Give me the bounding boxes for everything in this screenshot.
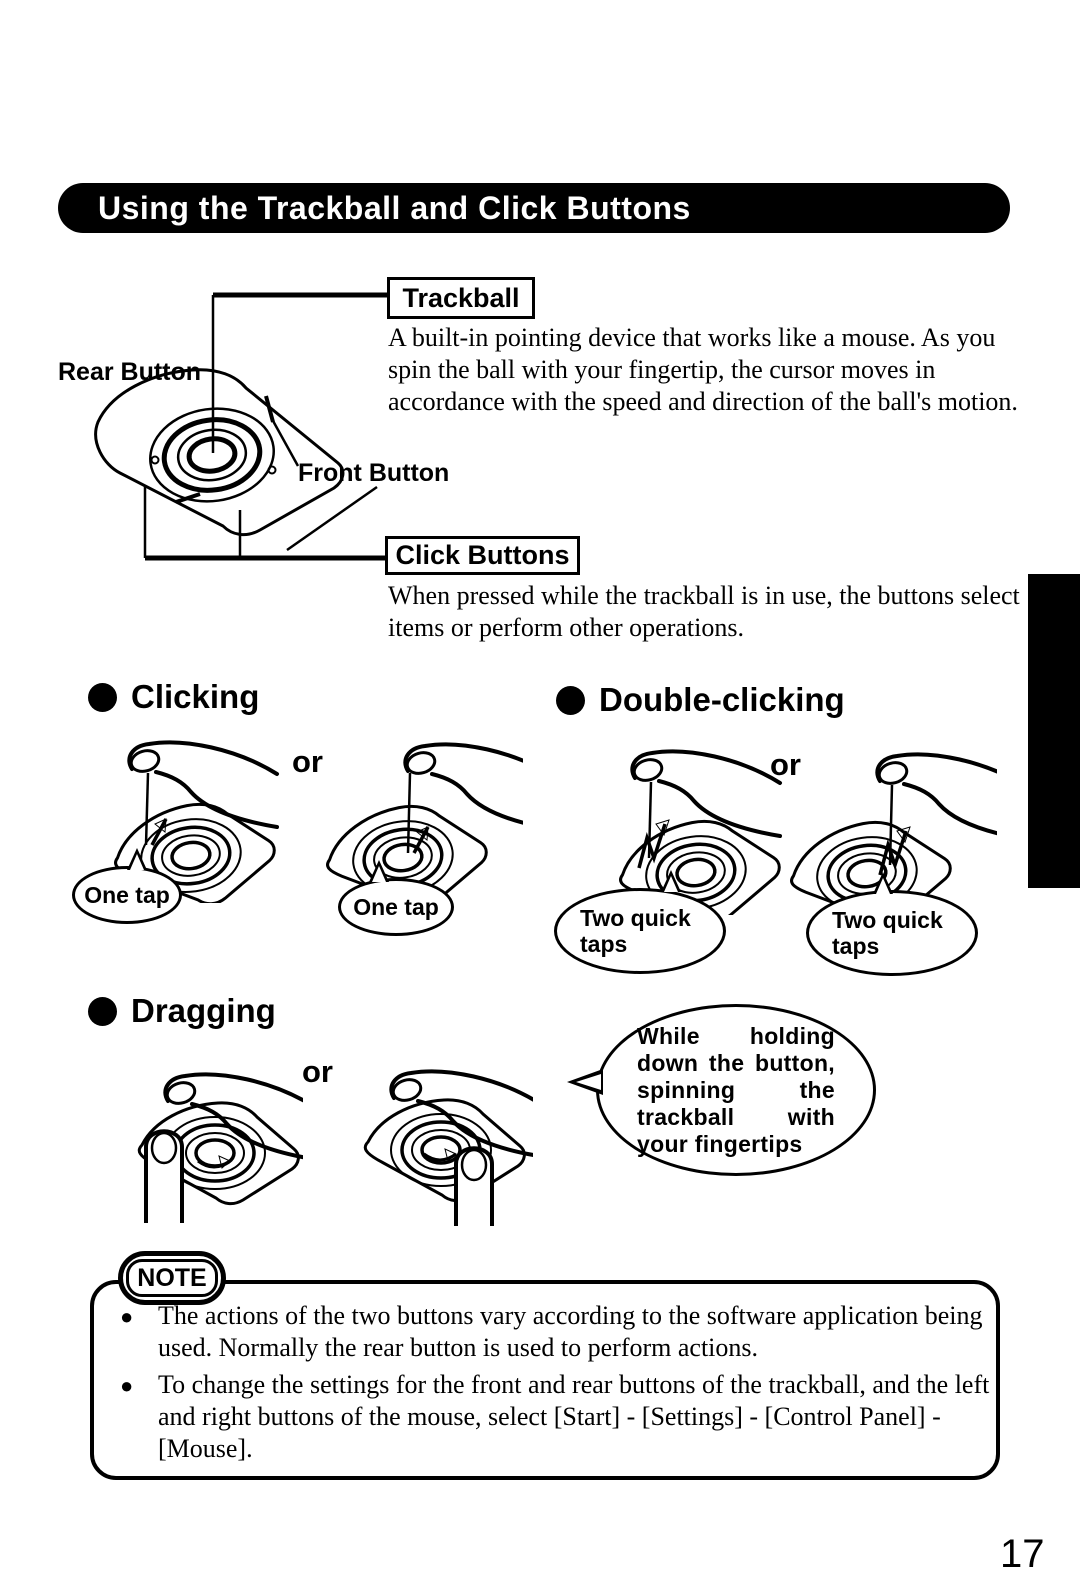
dragging-or-label: or bbox=[302, 1054, 333, 1089]
dragging-heading: Dragging bbox=[88, 992, 276, 1030]
dragging-title: Dragging bbox=[131, 992, 276, 1029]
one-tap-bubble: One tap bbox=[72, 848, 182, 924]
bullet-icon bbox=[556, 685, 585, 715]
bullet-icon bbox=[88, 996, 117, 1026]
bubble-tail-icon bbox=[661, 870, 681, 892]
page-number: 17 bbox=[1000, 1532, 1045, 1576]
note-list: The actions of the two buttons vary acco… bbox=[120, 1300, 992, 1470]
dragging-instruction-bubble: While holding down the button, spinning … bbox=[567, 1004, 876, 1176]
dragging-front-illustration bbox=[363, 1069, 533, 1226]
clicking-rear-illustration bbox=[107, 740, 283, 903]
bullet-icon bbox=[88, 682, 117, 712]
note-box bbox=[90, 1280, 1000, 1480]
click-buttons-label-box: Click Buttons bbox=[385, 536, 580, 575]
clicking-or-label: or bbox=[292, 744, 323, 779]
bubble-tail-icon bbox=[567, 1069, 603, 1095]
bubble-tail-icon bbox=[127, 848, 147, 870]
double-clicking-front-illustration bbox=[783, 752, 997, 920]
dragging-rear-illustration bbox=[137, 1072, 303, 1223]
note-item: To change the settings for the front and… bbox=[120, 1369, 992, 1465]
two-quick-taps-bubble: Two quick taps bbox=[806, 872, 978, 976]
click-buttons-label: Click Buttons bbox=[395, 540, 570, 570]
clicking-title: Clicking bbox=[131, 678, 260, 715]
front-button-label: Front Button bbox=[298, 459, 450, 487]
note-capsule: NOTE bbox=[118, 1251, 226, 1305]
double-clicking-heading: Double-clicking bbox=[556, 681, 845, 719]
section-banner: Using the Trackball and Click Buttons bbox=[58, 183, 1010, 233]
clicking-heading: Clicking bbox=[88, 678, 259, 716]
trackball-description: A built-in pointing device that works li… bbox=[388, 323, 1018, 416]
trackball-label-box: Trackball bbox=[387, 277, 535, 319]
bubble-tail-icon bbox=[873, 872, 893, 894]
note-item: The actions of the two buttons vary acco… bbox=[120, 1300, 992, 1364]
note-label: NOTE bbox=[126, 1259, 218, 1297]
double-clicking-or-label: or bbox=[770, 747, 801, 782]
one-tap-bubble: One tap bbox=[338, 860, 454, 936]
trackball-label: Trackball bbox=[402, 282, 520, 313]
rear-button-label: Rear Button bbox=[58, 358, 202, 386]
page-title: Using the Trackball and Click Buttons bbox=[98, 189, 691, 226]
two-quick-taps-bubble: Two quick taps bbox=[554, 870, 726, 974]
double-clicking-title: Double-clicking bbox=[599, 681, 845, 718]
page-edge-tab bbox=[1028, 574, 1080, 888]
bubble-tail-icon bbox=[369, 860, 389, 882]
clicking-front-illustration bbox=[319, 742, 523, 909]
trackball-device-diagram bbox=[94, 292, 410, 561]
double-clicking-rear-illustration bbox=[612, 749, 788, 915]
click-buttons-description: When pressed while the trackball is in u… bbox=[388, 581, 1020, 642]
